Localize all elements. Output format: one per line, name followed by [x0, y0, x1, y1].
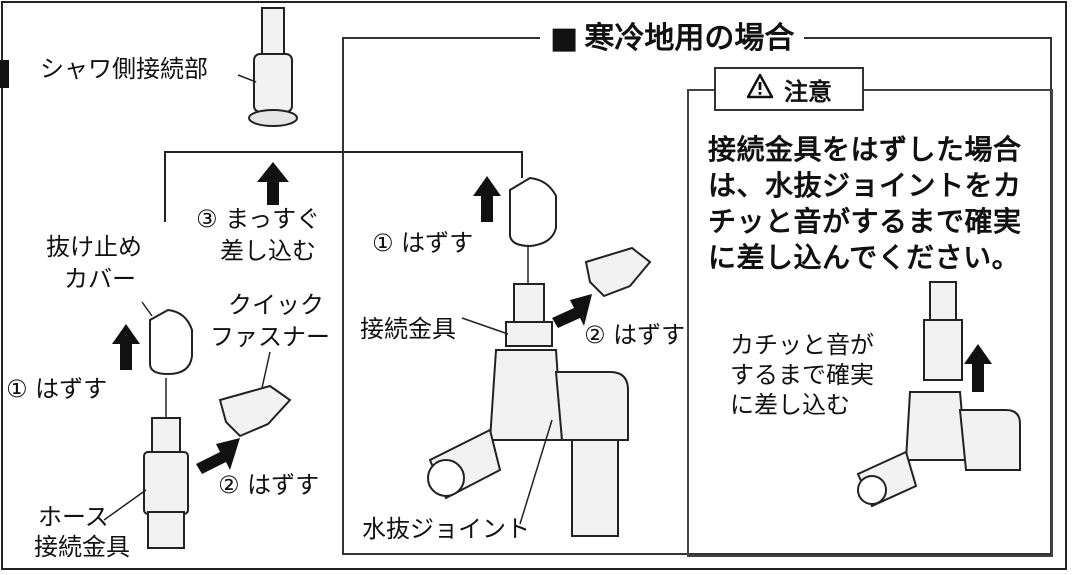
label-quick-fastener-1: クイック [228, 291, 324, 319]
section-marker: ■ [550, 21, 579, 56]
warning-triangle-icon [746, 73, 774, 105]
label-cover-1: 抜け止め [46, 233, 142, 261]
label-hose-fitting-1: ホース [38, 503, 109, 531]
caution-line: に差し込んでください。 [708, 241, 1021, 274]
label-remove-1-mid: ① はずす [372, 229, 474, 257]
up-arrow-1-mid [473, 176, 501, 222]
caution-label: 注意 [784, 77, 832, 106]
label-drain-joint: 水抜ジョイント [362, 515, 530, 543]
up-arrow-1-left [112, 324, 140, 370]
label-shower-connection: シャワ側接続部 [40, 55, 208, 83]
caution-box [687, 89, 1053, 557]
label-remove-2-mid: ② はずす [584, 321, 686, 349]
section-title: ■寒冷地用の場合 [540, 20, 805, 58]
label-remove-1-left: ① はずす [6, 375, 108, 403]
caution-text: 接続金具をはずした場合 は、水抜ジョイントをカ チッと音がするまで確実 に差し込… [708, 132, 1038, 276]
caution-sub-text: カチッと音が するまで確実 に差し込む [730, 330, 874, 420]
caution-line: チッと音がするまで確実 [708, 205, 1022, 238]
label-hose-fitting-2: 接続金具 [34, 533, 130, 561]
caution-line: 接続金具をはずした場合 [708, 133, 1022, 166]
caution-joint-part [856, 391, 1021, 508]
caution-line: は、水抜ジョイントをカ [708, 169, 1022, 202]
caution-tag: 注意 [714, 67, 864, 111]
stopper-cover-mid-part [509, 176, 557, 248]
section-title-text: 寒冷地用の場合 [584, 21, 795, 56]
label-straight-insert-2: 差し込む [220, 237, 316, 265]
label-straight-insert-1: ③ まっすぐ [196, 205, 321, 233]
quick-fastener-left-part [218, 351, 292, 438]
up-arrow-caution [964, 344, 992, 392]
shower-connection-part [237, 7, 298, 127]
caution-sub-line: に差し込む [730, 391, 850, 419]
right-arrow-2-mid [552, 294, 592, 328]
connector-line [164, 151, 523, 222]
label-cover-2: カバー [64, 265, 136, 293]
hose-fitting-part [103, 378, 189, 549]
up-arrow-3 [257, 162, 289, 205]
page-edge-tab [0, 60, 9, 88]
caution-sub-line: カチッと音が [730, 331, 874, 359]
stopper-cover-part [141, 301, 193, 376]
caution-fitting-part [923, 281, 963, 381]
right-arrow-2-left [196, 438, 240, 474]
fitting-mid-part [461, 246, 553, 347]
label-fitting-mid: 接続金具 [360, 315, 456, 343]
drain-joint-part [427, 349, 629, 537]
quick-fastener-mid-part [584, 246, 652, 298]
label-remove-2-left: ② はずす [218, 471, 320, 499]
label-quick-fastener-2: ファスナー [210, 323, 330, 351]
caution-sub-line: するまで確実 [730, 361, 874, 389]
